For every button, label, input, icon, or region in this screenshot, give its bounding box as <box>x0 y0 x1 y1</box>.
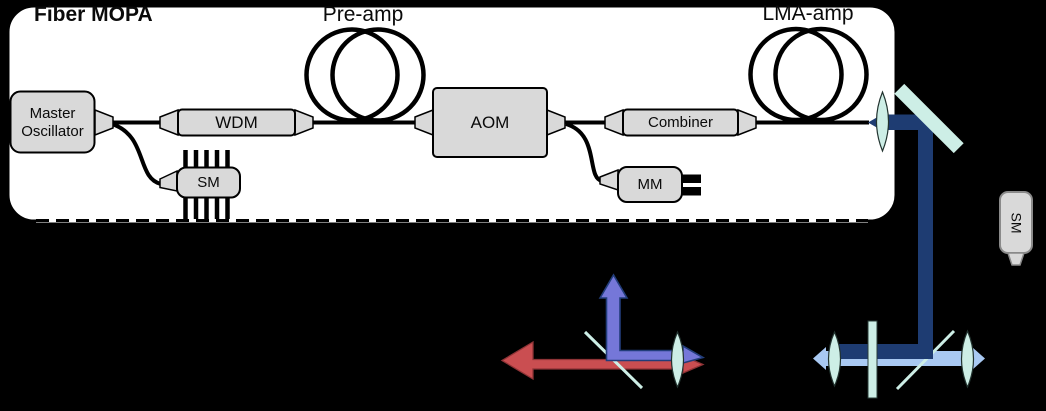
turning-mirror <box>894 83 964 154</box>
beam-horizontal-bottom <box>837 344 933 359</box>
sm-fiber-port-tip <box>1006 252 1026 266</box>
wdm-box <box>177 108 296 137</box>
right-focusing-lens <box>960 329 975 389</box>
sm-pump-box <box>176 166 241 199</box>
aom-box <box>432 87 548 158</box>
sm-fiber-port-box <box>999 191 1033 254</box>
pale-beam-right-arrowhead <box>972 347 985 370</box>
lower-right-optics <box>813 320 985 399</box>
arrow-group-lens <box>670 330 685 389</box>
wdm-left-ferrule <box>159 108 179 137</box>
fiber-ferrules <box>94 108 757 192</box>
mm-pump-pins <box>682 174 701 196</box>
collimating-lens <box>875 90 890 153</box>
sm-fiber-port <box>999 191 1033 266</box>
pre-amp-coil-loop-1 <box>304 27 400 123</box>
fiber-aom-to-mm-pump <box>565 122 603 183</box>
mm-pump-box <box>617 166 683 203</box>
output-beam-path <box>868 83 964 359</box>
fiber-mo-to-sm-pump <box>111 122 162 186</box>
beam-vertical <box>918 125 933 359</box>
combiner-box <box>622 108 739 137</box>
left-focusing-lens <box>827 330 842 388</box>
lma-amp-coil-loop-1 <box>748 26 844 123</box>
lma-amp-coil-loop-2 <box>773 26 869 123</box>
beam-sampler-plate <box>895 329 956 391</box>
pre-amp-coil <box>304 27 426 123</box>
sm-pump-pins <box>183 150 230 219</box>
component-boxes <box>9 87 739 203</box>
master-oscillator-box <box>9 90 96 154</box>
lma-amp-coil <box>748 26 869 123</box>
pale-beam-left-arrowhead <box>813 347 826 370</box>
blue-beam-arrow <box>598 273 706 365</box>
enclosure-bottom-cover <box>36 218 868 223</box>
pre-amp-coil-loop-2 <box>330 27 426 123</box>
dichroic-arrow-group <box>500 273 706 390</box>
combiner-left-ferrule <box>604 108 624 137</box>
thin-optic-plate <box>867 320 878 399</box>
